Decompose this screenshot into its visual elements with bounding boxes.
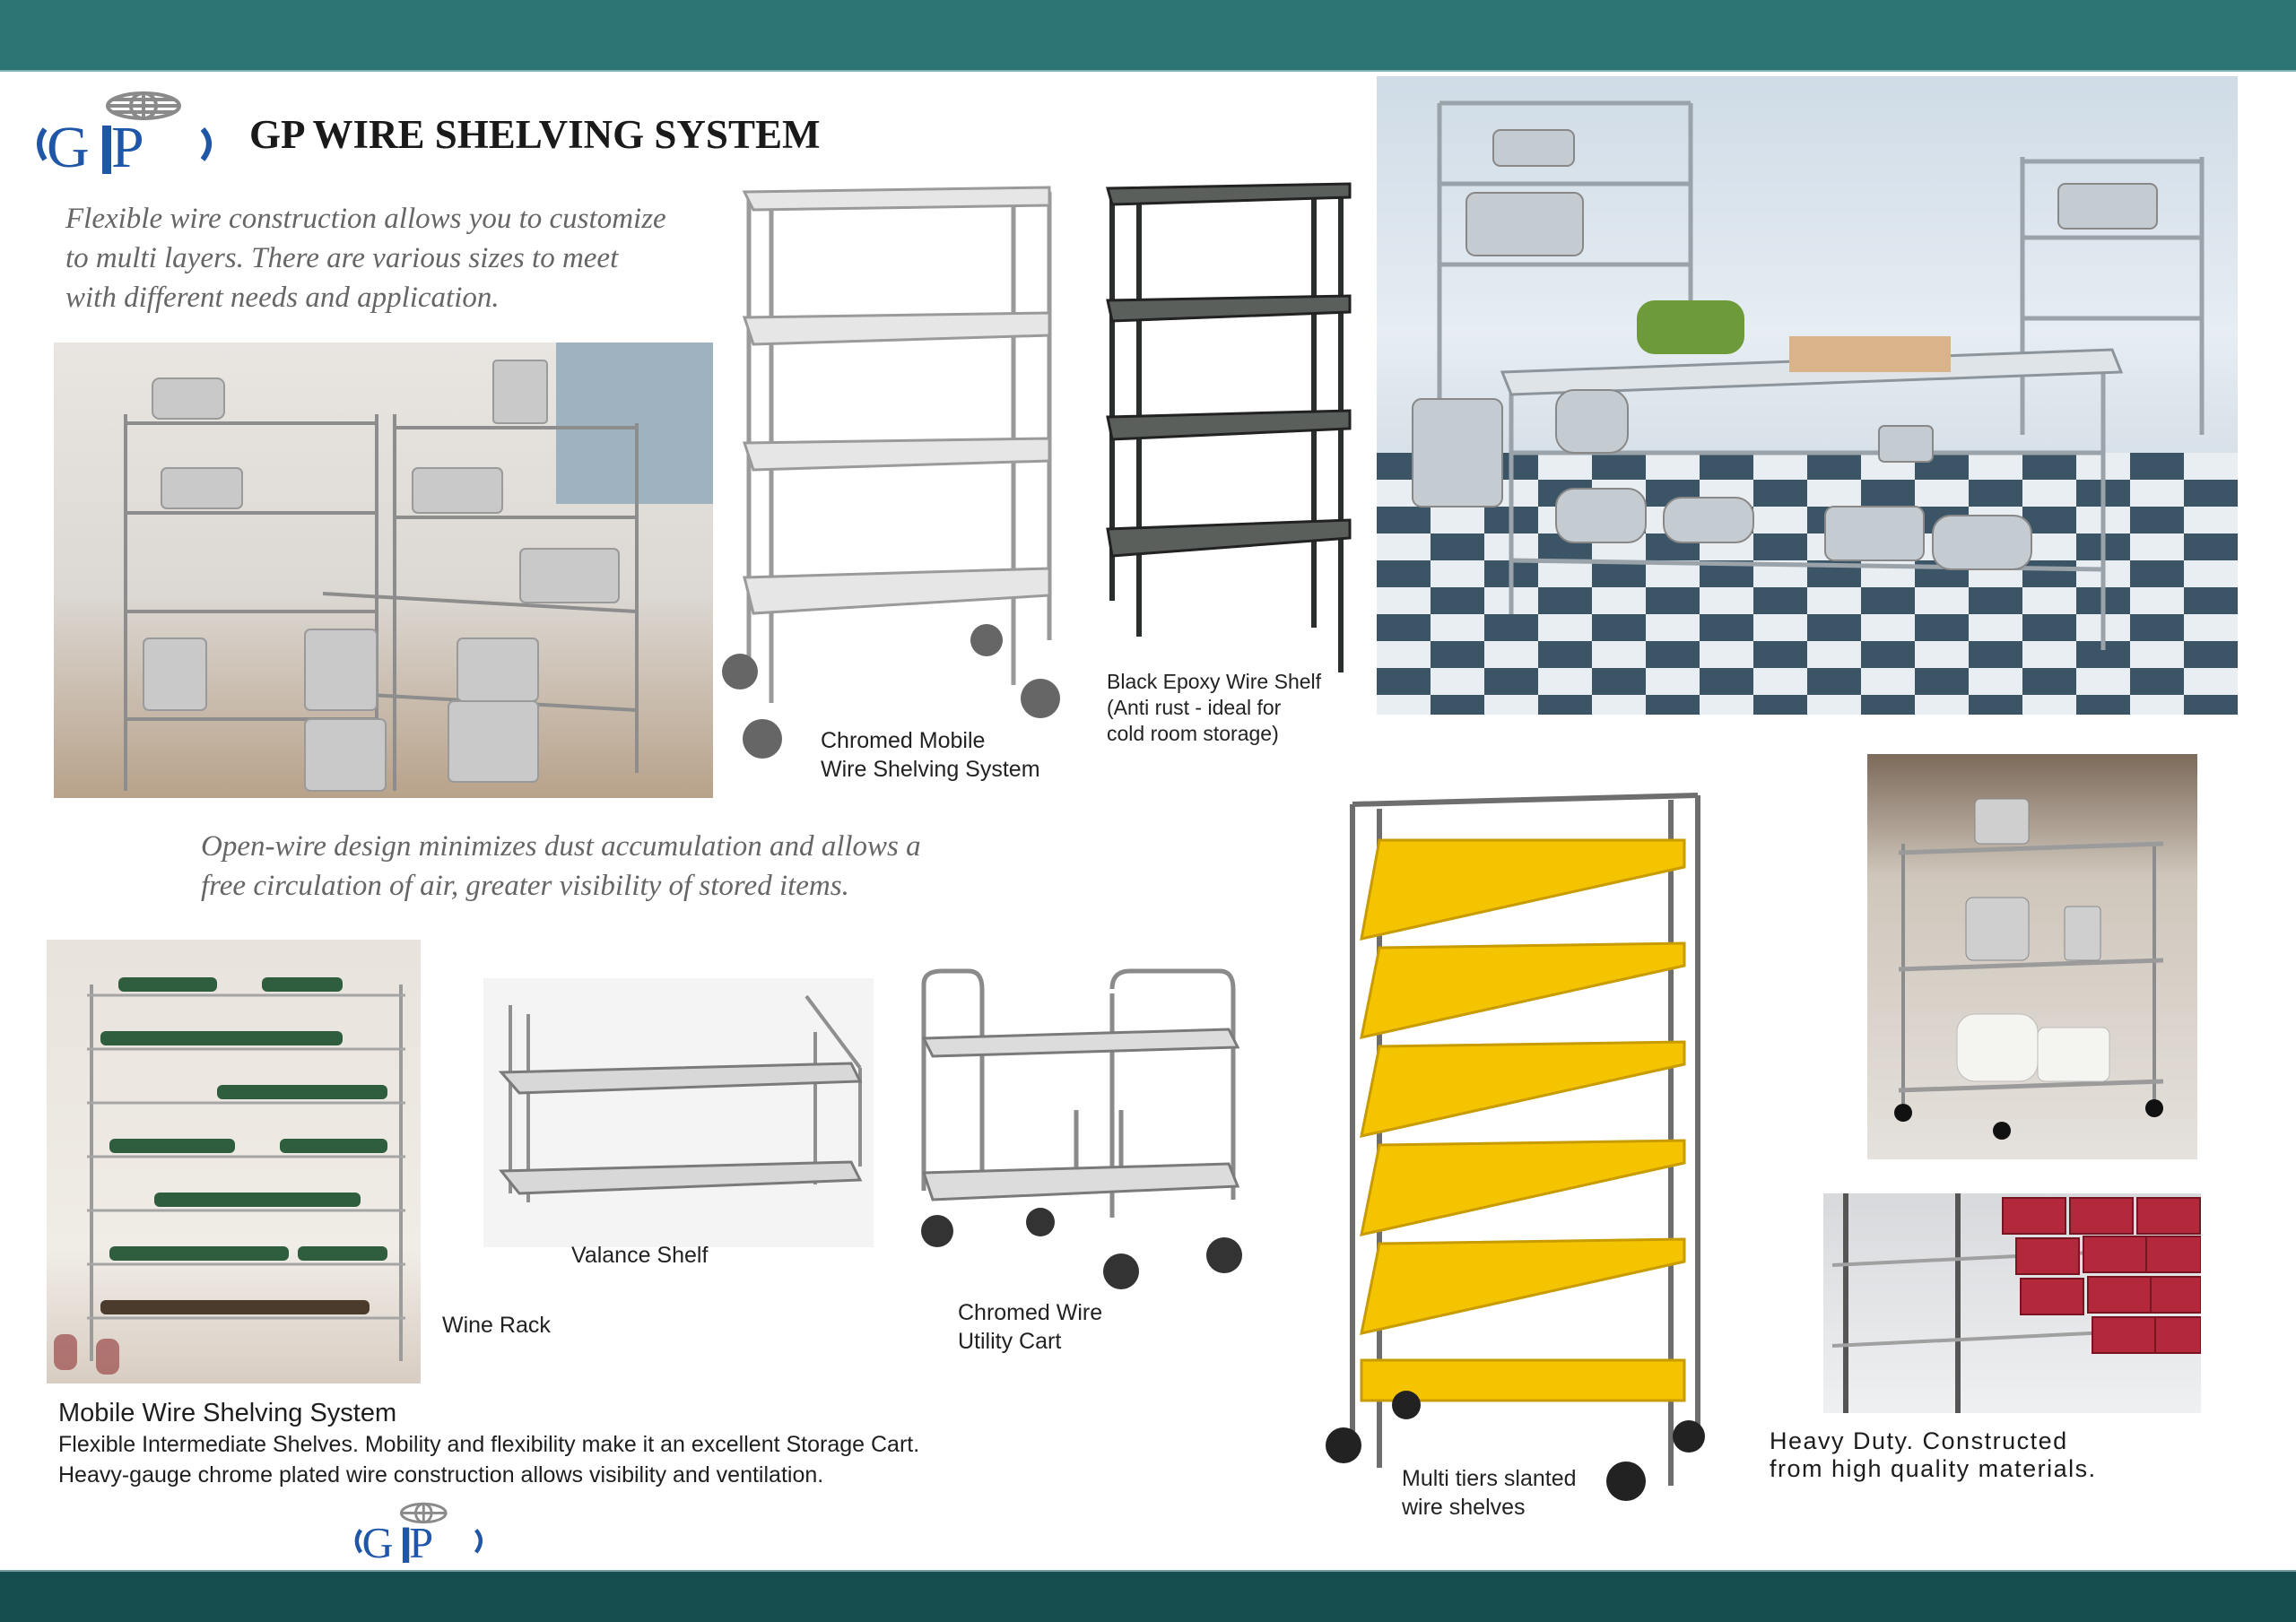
- caption-line: Wire Shelving System: [821, 757, 1040, 782]
- slanted-shelves-caption: Multi tiers slanted wire shelves: [1402, 1464, 1577, 1522]
- intro-line: Flexible wire construction allows you to…: [65, 203, 666, 235]
- paragraph-line: Open-wire design minimizes dust accumula…: [201, 830, 921, 863]
- open-wire-paragraph: Open-wire design minimizes dust accumula…: [201, 827, 921, 906]
- gp-logo-footer: G P: [352, 1501, 500, 1564]
- caption-line: Utility Cart: [958, 1329, 1062, 1354]
- caption-line: from high quality materials.: [1770, 1455, 2097, 1482]
- caption-line: Chromed Wire: [958, 1300, 1103, 1325]
- commercial-kitchen-photo: [1377, 76, 2238, 715]
- mobile-section-line: Heavy-gauge chrome plated wire construct…: [58, 1462, 824, 1488]
- heavy-duty-photo: [1823, 1193, 2201, 1413]
- mobile-section: Mobile Wire Shelving System Flexible Int…: [58, 1397, 919, 1490]
- mobile-section-heading: Mobile Wire Shelving System: [58, 1399, 397, 1427]
- caption-line: Heavy Duty. Constructed: [1770, 1427, 2068, 1454]
- chromed-mobile-shelf-image: [718, 183, 1067, 766]
- bottom-banner: [0, 1570, 2296, 1622]
- caption-line: wire shelves: [1402, 1495, 1526, 1520]
- page-title: GP WIRE SHELVING SYSTEM: [249, 112, 821, 157]
- svg-text:P: P: [409, 1520, 433, 1564]
- paragraph-line: free circulation of air, greater visibil…: [201, 870, 849, 902]
- intro-line: with different needs and application.: [65, 282, 500, 314]
- caption-line: Chromed Mobile: [821, 728, 986, 753]
- top-banner: [0, 0, 2296, 72]
- black-epoxy-caption: Black Epoxy Wire Shelf (Anti rust - idea…: [1107, 669, 1321, 747]
- mobile-section-line: Flexible Intermediate Shelves. Mobility …: [58, 1432, 920, 1457]
- intro-paragraph: Flexible wire construction allows you to…: [65, 199, 666, 317]
- wine-rack-caption: Wine Rack: [442, 1313, 551, 1338]
- wine-rack-photo: [47, 940, 421, 1383]
- svg-text:P: P: [111, 115, 144, 175]
- utility-cart-caption: Chromed Wire Utility Cart: [958, 1298, 1102, 1356]
- globe-icon: [400, 1502, 448, 1524]
- globe-icon: [106, 91, 181, 120]
- caption-line: Multi tiers slanted: [1402, 1466, 1577, 1491]
- caption-line: cold room storage): [1107, 722, 1279, 745]
- svg-text:G: G: [47, 115, 90, 175]
- valance-shelf-image: [483, 978, 874, 1247]
- heavy-duty-caption: Heavy Duty. Constructed from high qualit…: [1770, 1427, 2097, 1483]
- utility-cart-image: [915, 967, 1256, 1298]
- gp-logo: G P: [32, 90, 235, 175]
- intro-line: to multi layers. There are various sizes…: [65, 242, 619, 274]
- kitchen-shelving-photo: [54, 343, 713, 798]
- slanted-shelves-image: [1326, 768, 1720, 1517]
- chromed-mobile-caption: Chromed Mobile Wire Shelving System: [821, 726, 1040, 784]
- black-epoxy-shelf-image: [1099, 179, 1359, 677]
- svg-text:G: G: [362, 1520, 394, 1564]
- caption-line: Black Epoxy Wire Shelf: [1107, 670, 1322, 693]
- caption-line: (Anti rust - ideal for: [1107, 696, 1282, 719]
- kitchen-cart-photo: [1867, 754, 2197, 1159]
- valance-shelf-caption: Valance Shelf: [571, 1243, 709, 1268]
